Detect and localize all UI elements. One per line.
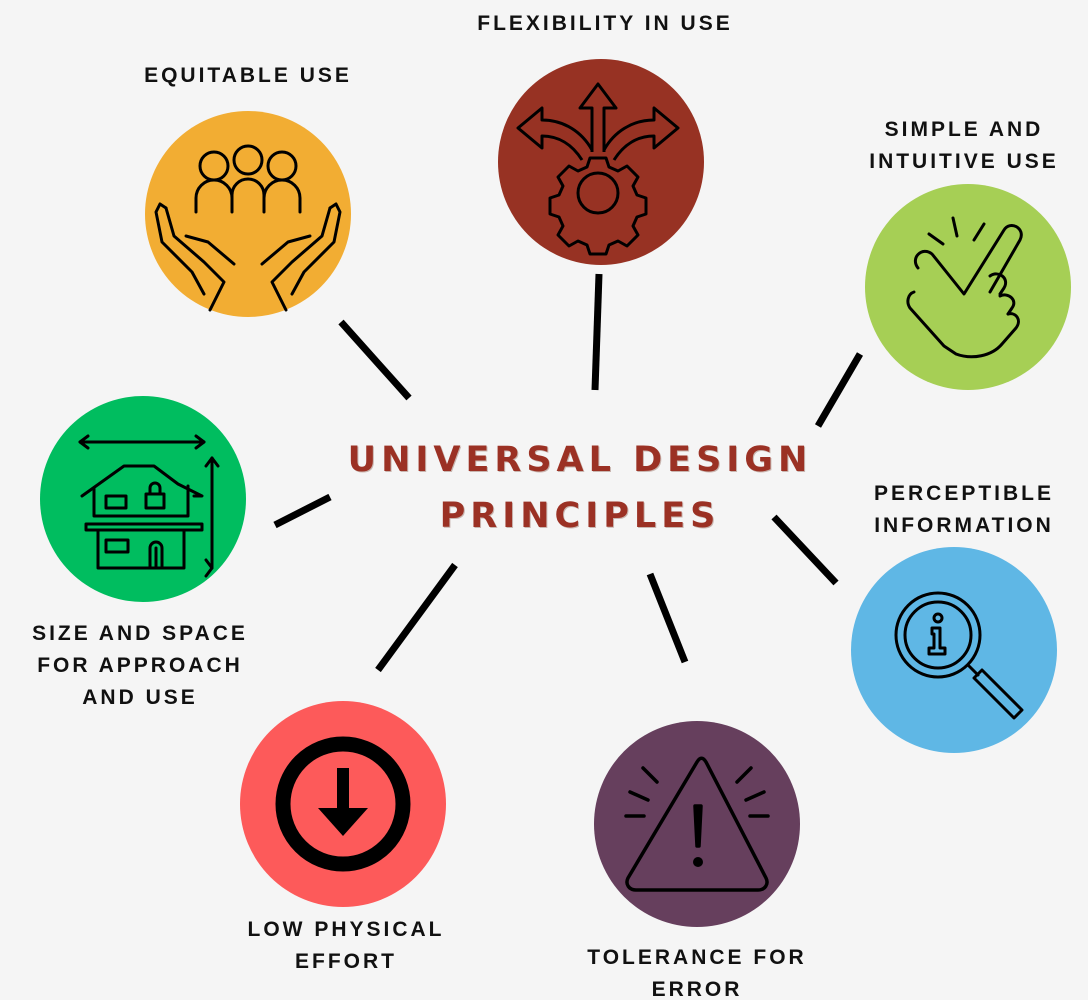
warning-triangle-icon	[624, 756, 770, 892]
connector-tolerance-for-error	[646, 572, 689, 664]
label-equitable-use: EQUITABLE USE	[144, 64, 352, 87]
connector-size-and-space	[273, 493, 332, 529]
label-tolerance-for-error: TOLERANCE FOR ERROR	[587, 946, 807, 1000]
gear-arrows-icon	[516, 82, 680, 256]
people-in-hands-icon	[154, 144, 342, 312]
connector-simple-intuitive-use	[814, 352, 864, 428]
connector-flexibility-in-use	[591, 273, 603, 391]
connector-perceptible-information	[771, 514, 839, 586]
label-low-physical-effort: LOW PHYSICAL EFFORT	[247, 918, 445, 973]
label-flexibility-in-use: FLEXIBILITY IN USE	[477, 12, 733, 35]
label-simple-intuitive-use: SIMPLE AND INTUITIVE USE	[869, 118, 1059, 173]
pointing-hand-check-icon	[906, 216, 1023, 359]
label-size-and-space: SIZE AND SPACE FOR APPROACH AND USE	[32, 622, 248, 709]
equitable-use-circle	[145, 111, 351, 317]
size-and-space-circle	[40, 396, 246, 602]
down-arrow-circle-icon	[275, 736, 411, 872]
label-perceptible-information: PERCEPTIBLE INFORMATION	[873, 482, 1055, 537]
house-dimensions-icon	[78, 434, 220, 578]
connector-equitable-use	[338, 319, 412, 401]
perceptible-information-circle	[851, 547, 1057, 753]
connector-low-physical-effort	[375, 562, 458, 673]
diagram-title: UNIVERSAL DESIGN PRINCIPLES	[347, 440, 813, 536]
magnifier-info-icon	[894, 591, 1024, 720]
